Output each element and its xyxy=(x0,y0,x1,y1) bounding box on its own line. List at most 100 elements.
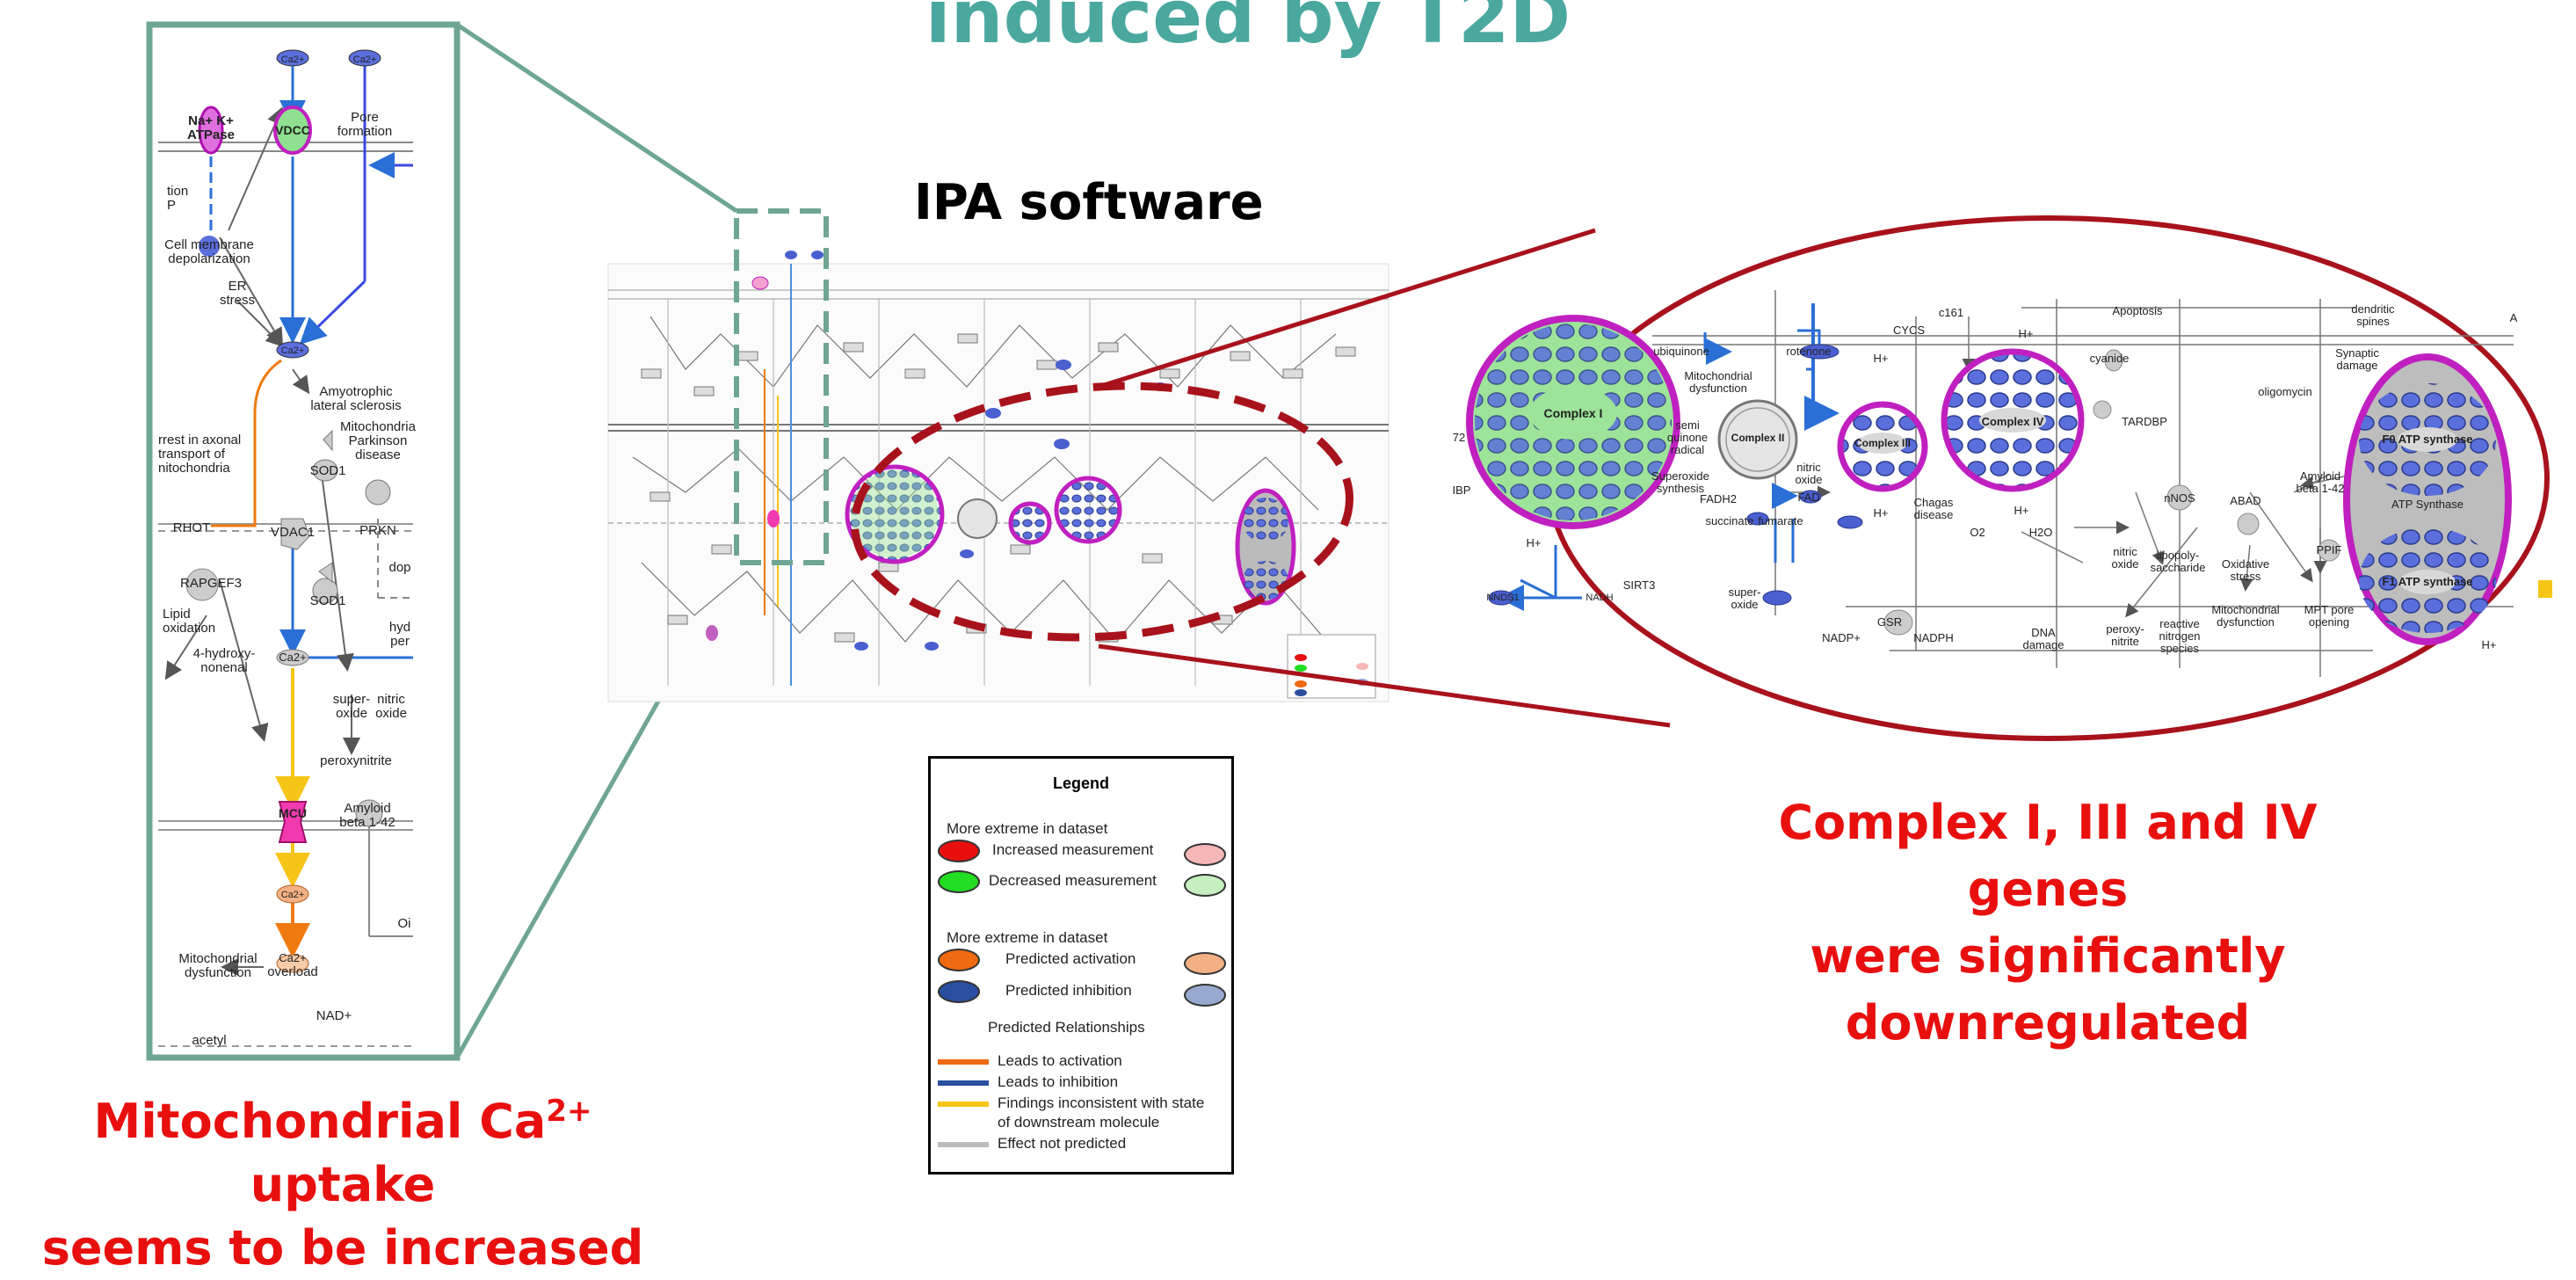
svg-text:ER: ER xyxy=(229,279,247,294)
legend-decreased-light-swatch xyxy=(1184,874,1226,897)
svg-text:Oi: Oi xyxy=(398,916,411,931)
svg-text:NADH: NADH xyxy=(1586,593,1613,603)
caption-right-line3: downregulated xyxy=(1845,995,2251,1051)
svg-text:Chagas: Chagas xyxy=(1914,496,1954,509)
svg-text:H+: H+ xyxy=(1874,352,1889,365)
ca-top-node xyxy=(276,49,309,67)
caption-left-part1: Mitochondrial Ca xyxy=(93,1094,547,1149)
svg-text:cyanide: cyanide xyxy=(2090,352,2130,365)
legend-leads-activation-label: Leads to activation xyxy=(998,1052,1122,1069)
legend-increased-swatch xyxy=(938,840,980,862)
svg-text:FADH2: FADH2 xyxy=(1700,492,1737,505)
svg-text:NNDS1: NNDS1 xyxy=(1486,593,1519,603)
svg-text:SIRT3: SIRT3 xyxy=(1623,578,1656,592)
svg-text:nitrogen: nitrogen xyxy=(2159,629,2201,643)
svg-text:Complex I: Complex I xyxy=(1544,406,1603,420)
svg-text:opening: opening xyxy=(2309,615,2349,629)
svg-text:F1 ATP synthase: F1 ATP synthase xyxy=(2382,575,2472,588)
svg-text:ABAD: ABAD xyxy=(2230,494,2260,507)
svg-text:hyd: hyd xyxy=(389,620,410,635)
svg-text:damage: damage xyxy=(2337,359,2378,372)
svg-text:Mitochondrial: Mitochondrial xyxy=(2211,603,2279,616)
svg-text:DNA: DNA xyxy=(2031,626,2056,639)
legend-activation-swatch xyxy=(938,949,980,971)
svg-text:ubiquinone: ubiquinone xyxy=(1653,345,1709,358)
legend-decreased-swatch xyxy=(938,870,980,893)
svg-text:SOD1: SOD1 xyxy=(310,463,346,478)
right-zoom-panel: c161 Apoptosis dendritic spines A CYCS H… xyxy=(1453,215,2552,741)
legend-inconsistent-label-2: of downstream molecule xyxy=(998,1114,1160,1131)
svg-text:RAPGEF3: RAPGEF3 xyxy=(180,576,242,591)
svg-text:NADPH: NADPH xyxy=(1913,631,1954,644)
svg-text:beta 1-42: beta 1-42 xyxy=(339,815,395,830)
svg-text:Apoptosis: Apoptosis xyxy=(2112,304,2163,317)
zoom-region-left xyxy=(734,208,829,565)
legend-section-prediction: More extreme in dataset xyxy=(947,929,1108,946)
ca-mid-node xyxy=(276,341,309,359)
svg-text:Ca2+: Ca2+ xyxy=(281,55,305,65)
svg-text:Amyloid: Amyloid xyxy=(2300,469,2340,483)
ca-overload-node xyxy=(276,954,309,973)
zoom-connector-red-bottom xyxy=(1098,644,1671,728)
pathway-overview xyxy=(607,208,1390,702)
legend-line-activation xyxy=(938,1059,989,1065)
svg-text:P: P xyxy=(167,198,176,213)
svg-text:Parkinson: Parkinson xyxy=(349,433,408,448)
svg-text:lipopoly-: lipopoly- xyxy=(2157,549,2199,562)
svg-text:nitric: nitric xyxy=(2113,545,2137,558)
svg-text:formation: formation xyxy=(337,124,393,139)
svg-text:oligomycin: oligomycin xyxy=(2258,385,2311,398)
svg-text:oxide: oxide xyxy=(1795,473,1822,486)
zoom-region-right xyxy=(851,382,1353,642)
legend-leads-inhibition-label: Leads to inhibition xyxy=(998,1073,1119,1090)
svg-text:F0 ATP synthase: F0 ATP synthase xyxy=(2382,433,2472,446)
legend-line-not-predicted xyxy=(938,1142,989,1147)
svg-text:H+: H+ xyxy=(1874,506,1889,520)
legend-activation-light-swatch xyxy=(1184,952,1226,975)
svg-text:Ca2+: Ca2+ xyxy=(281,890,305,900)
thumb-complex-4 xyxy=(1054,476,1122,544)
svg-text:nNOS: nNOS xyxy=(2164,491,2195,505)
zoom-connector-top xyxy=(455,22,738,214)
pathway-diagram: Ca2+ Ca2+ Na+ K+ ATPase VDCC Pore format… xyxy=(146,21,2552,1061)
svg-text:disease: disease xyxy=(355,447,401,462)
caption-right: Complex I, III and IV genes were signifi… xyxy=(1705,789,2391,1057)
svg-text:nitric: nitric xyxy=(1796,461,1821,474)
svg-text:quinone: quinone xyxy=(1667,431,1708,444)
svg-text:RHOT: RHOT xyxy=(173,520,211,535)
zoom-connector-red-top xyxy=(1098,228,1596,389)
svg-text:NADP+: NADP+ xyxy=(1822,631,1861,644)
svg-text:depolarization: depolarization xyxy=(168,251,250,266)
svg-text:IBP: IBP xyxy=(1453,484,1471,497)
svg-text:MCU: MCU xyxy=(279,806,307,820)
svg-text:CYCS: CYCS xyxy=(1893,324,1925,337)
svg-text:saccharide: saccharide xyxy=(2151,561,2206,574)
caption-left: Mitochondrial Ca2+ uptake seems to be in… xyxy=(18,1080,668,1280)
svg-text:Ca2+: Ca2+ xyxy=(279,951,306,964)
caption-right-line1: Complex I, III and IV genes xyxy=(1778,795,2318,917)
svg-text:stress: stress xyxy=(2231,570,2261,583)
svg-text:per: per xyxy=(390,634,410,649)
caption-left-line2: seems to be increased xyxy=(41,1220,644,1276)
legend-activation-label: Predicted activation xyxy=(1005,950,1136,967)
svg-text:Complex IV: Complex IV xyxy=(1982,415,2044,428)
svg-text:Amyotrophic: Amyotrophic xyxy=(319,384,393,399)
svg-text:peroxy-: peroxy- xyxy=(2106,622,2144,636)
svg-text:nitochondria: nitochondria xyxy=(158,461,230,476)
vdac1-node xyxy=(280,518,310,550)
mcu-node xyxy=(278,801,308,843)
complex-ii-circle xyxy=(1717,399,1798,480)
svg-text:succinate: succinate xyxy=(1706,514,1754,527)
svg-text:oxide: oxide xyxy=(336,706,367,721)
svg-text:disease: disease xyxy=(1914,508,1954,521)
legend-section-measurement: More extreme in dataset xyxy=(947,820,1108,837)
legend-line-inhibition xyxy=(938,1080,989,1086)
rapgef3-node xyxy=(185,568,219,601)
atpase-node xyxy=(198,105,224,155)
thumb-complex-2 xyxy=(957,498,998,539)
svg-text:fumarate: fumarate xyxy=(1758,514,1803,527)
svg-text:oxide: oxide xyxy=(375,706,407,721)
svg-text:A: A xyxy=(2510,311,2518,324)
legend-relationships-heading: Predicted Relationships xyxy=(988,1019,1145,1036)
svg-text:4-hydroxy-: 4-hydroxy- xyxy=(193,646,256,661)
